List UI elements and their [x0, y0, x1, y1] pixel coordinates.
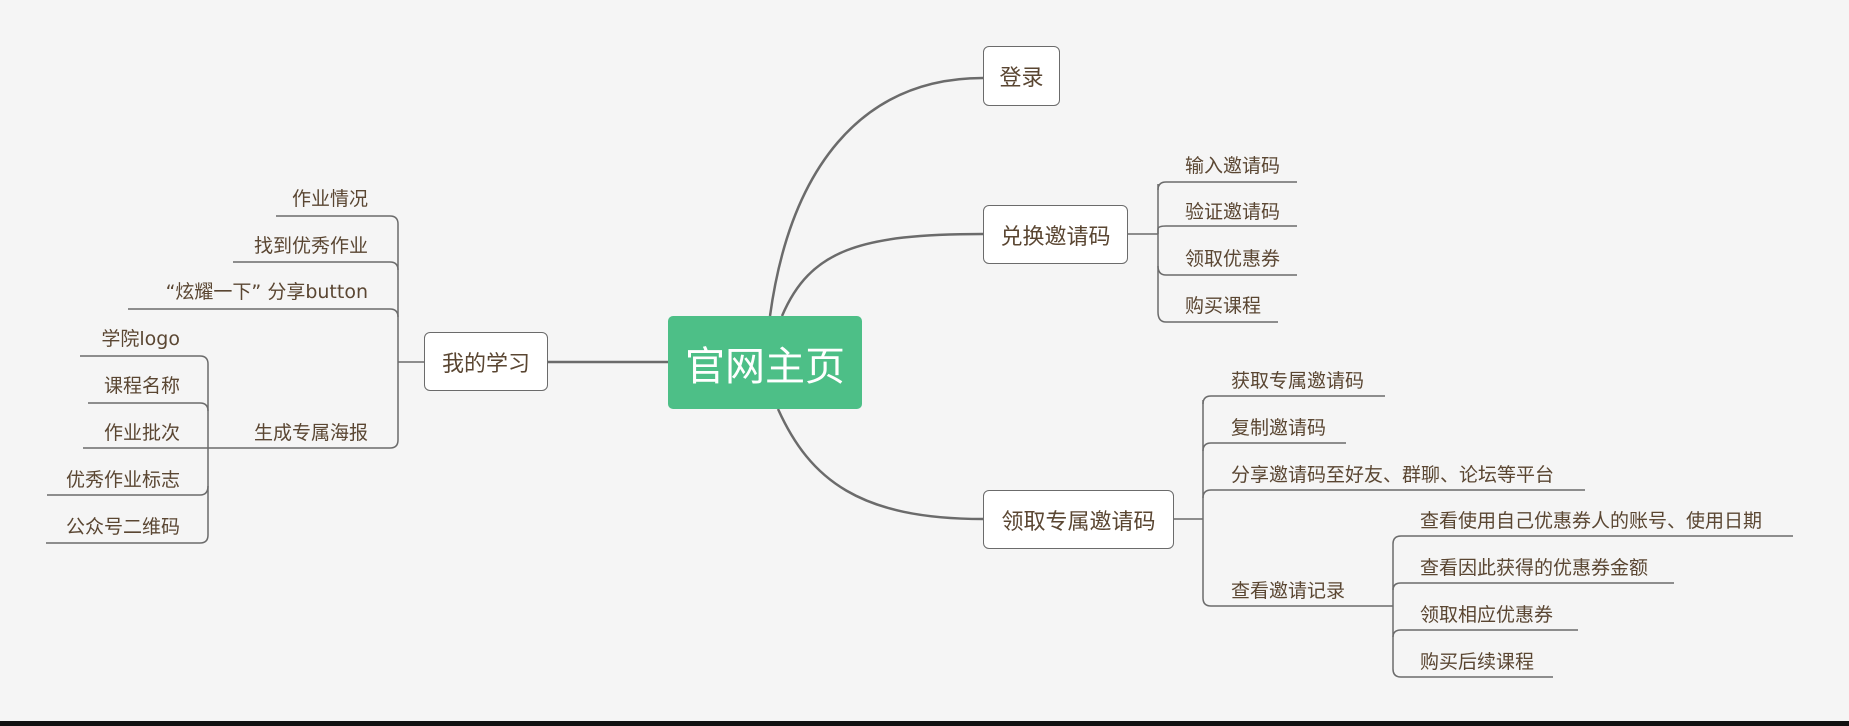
connector-root-redeem [780, 232, 984, 317]
root-node[interactable]: 官网主页 [668, 316, 862, 409]
leaf-qr-code[interactable]: 公众号二维码 [65, 516, 180, 538]
leaf-copy-code[interactable]: 复制邀请码 [1231, 417, 1327, 439]
leaf-excellent-mark[interactable]: 优秀作业标志 [65, 469, 180, 491]
connector-root-login [768, 76, 984, 317]
leaf-homework-batch[interactable]: 作业批次 [103, 422, 180, 444]
leaf-share-button[interactable]: “炫耀一下” 分享button [165, 281, 368, 303]
node-exclusive[interactable]: 领取专属邀请码 [983, 490, 1174, 549]
leaf-course-name[interactable]: 课程名称 [103, 375, 180, 397]
leaf-record-coupon[interactable]: 领取相应优惠券 [1420, 604, 1554, 626]
leaf-generate-poster[interactable]: 生成专属海报 [253, 422, 368, 444]
leaf-record-amount[interactable]: 查看因此获得的优惠券金额 [1420, 557, 1649, 579]
leaf-input-code[interactable]: 输入邀请码 [1185, 155, 1281, 177]
leaf-record-buy[interactable]: 购买后续课程 [1420, 651, 1535, 673]
leaf-get-exclusive-code[interactable]: 获取专属邀请码 [1231, 370, 1365, 392]
leaf-record-accounts[interactable]: 查看使用自己优惠券人的账号、使用日期 [1420, 510, 1763, 532]
leaf-verify-code[interactable]: 验证邀请码 [1185, 201, 1281, 223]
node-login[interactable]: 登录 [983, 46, 1060, 106]
leaf-college-logo[interactable]: 学院logo [101, 328, 180, 350]
leaf-buy-course[interactable]: 购买课程 [1185, 295, 1262, 317]
leaf-find-excellent[interactable]: 找到优秀作业 [253, 235, 368, 257]
node-redeem[interactable]: 兑换邀请码 [983, 205, 1128, 264]
leaf-get-coupon[interactable]: 领取优惠券 [1185, 248, 1281, 270]
connector-root-exclusive [776, 408, 984, 521]
leaf-homework-status[interactable]: 作业情况 [291, 188, 368, 210]
bottom-border [0, 721, 1849, 726]
leaf-view-records[interactable]: 查看邀请记录 [1231, 580, 1346, 602]
leaf-share-code[interactable]: 分享邀请码至好友、群聊、论坛等平台 [1231, 464, 1555, 486]
node-study[interactable]: 我的学习 [424, 332, 548, 391]
